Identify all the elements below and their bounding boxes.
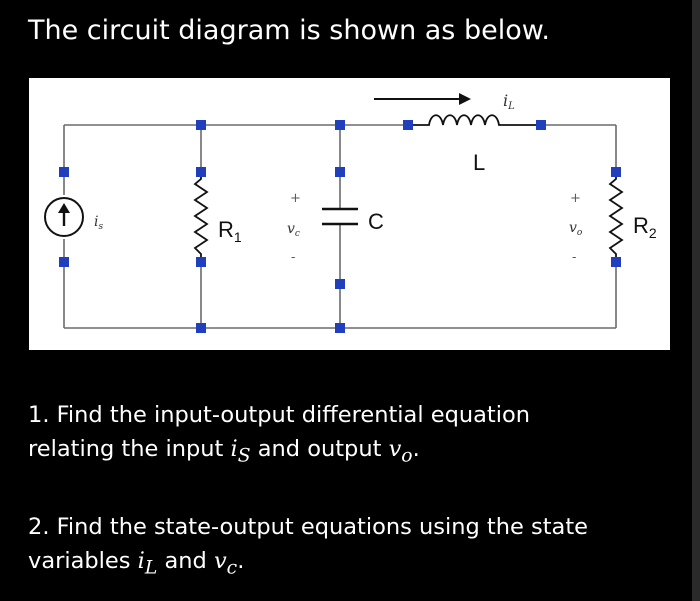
question-2-math-v: v	[213, 548, 227, 574]
question-1-text-a: relating the input	[28, 436, 231, 462]
inductor-icon	[408, 114, 541, 126]
vc-plus: +	[290, 191, 301, 206]
vo-minus: -	[572, 250, 576, 265]
circuit-svg: is R1 C + vc - L iL R2 + vo -	[44, 91, 657, 333]
il-label: iL	[503, 91, 515, 112]
question-2-text-end: .	[237, 548, 245, 574]
question-1-math-sub: S	[237, 445, 251, 467]
question-1-math-v: v	[388, 436, 402, 462]
question-1-math-i: i	[230, 436, 238, 462]
question-1-math-sub2: o	[401, 445, 413, 467]
r2-resistor-icon	[608, 172, 624, 262]
question-1-text-end: .	[412, 436, 420, 462]
current-source-label: is	[94, 214, 103, 232]
node-marker	[611, 257, 621, 267]
question-2-math-i: i	[137, 548, 145, 574]
node-marker	[611, 167, 621, 177]
question-2-text-b: and	[157, 548, 214, 574]
node-marker	[335, 323, 345, 333]
question-1-text-b: and output	[250, 436, 389, 462]
question-2-math-sub: L	[144, 557, 158, 579]
node-marker	[196, 167, 206, 177]
r1-label: R1	[218, 217, 242, 245]
capacitor-label: C	[368, 209, 384, 234]
page-title: The circuit diagram is shown as below.	[28, 15, 550, 46]
question-1: 1. Find the input-output differential eq…	[28, 398, 668, 474]
circuit-diagram: is R1 C + vc - L iL R2 + vo -	[29, 78, 670, 350]
vc-minus: -	[291, 250, 295, 265]
question-2-line-1: 2. Find the state-output equations using…	[28, 514, 588, 540]
question-2-math-sub2: c	[226, 557, 238, 579]
node-marker	[196, 323, 206, 333]
vo-label: vo	[569, 220, 583, 238]
current-source-icon	[44, 197, 84, 237]
question-2: 2. Find the state-output equations using…	[28, 510, 668, 586]
node-marker	[196, 257, 206, 267]
r1-resistor-icon	[193, 172, 209, 262]
vo-plus: +	[570, 191, 581, 206]
node-marker	[403, 120, 413, 130]
capacitor-icon	[322, 207, 358, 226]
question-1-line-1: 1. Find the input-output differential eq…	[28, 402, 530, 428]
node-marker	[59, 257, 69, 267]
inductor-label: L	[473, 150, 485, 175]
node-markers	[59, 120, 621, 333]
vc-label: vc	[287, 221, 300, 239]
node-marker	[196, 120, 206, 130]
node-marker	[335, 279, 345, 289]
node-marker	[536, 120, 546, 130]
node-marker	[335, 167, 345, 177]
wires	[63, 124, 617, 329]
current-arrow-icon	[374, 93, 471, 105]
r2-label: R2	[633, 213, 657, 241]
question-2-text-a: variables	[28, 548, 138, 574]
right-edge-divider	[692, 0, 700, 601]
node-marker	[59, 167, 69, 177]
node-marker	[335, 120, 345, 130]
